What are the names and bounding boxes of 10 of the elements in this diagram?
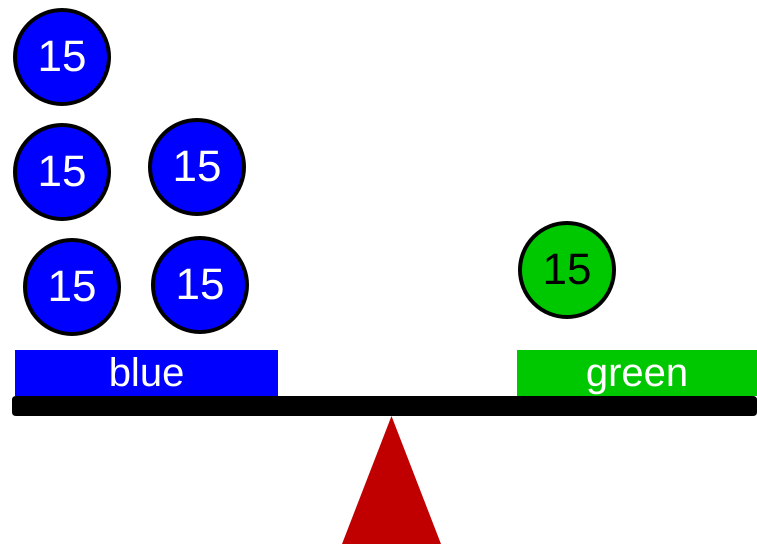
weight-ball: 15 [148, 118, 246, 216]
weight-ball: 15 [13, 8, 111, 106]
weight-ball: 15 [518, 221, 616, 319]
weight-ball: 15 [151, 236, 249, 334]
weight-ball: 15 [23, 238, 121, 336]
balance-beam [12, 396, 757, 416]
scale-pan: blue [15, 350, 278, 396]
fulcrum-triangle [342, 416, 441, 544]
scale-pan: green [517, 350, 757, 396]
weight-ball: 15 [13, 123, 111, 221]
